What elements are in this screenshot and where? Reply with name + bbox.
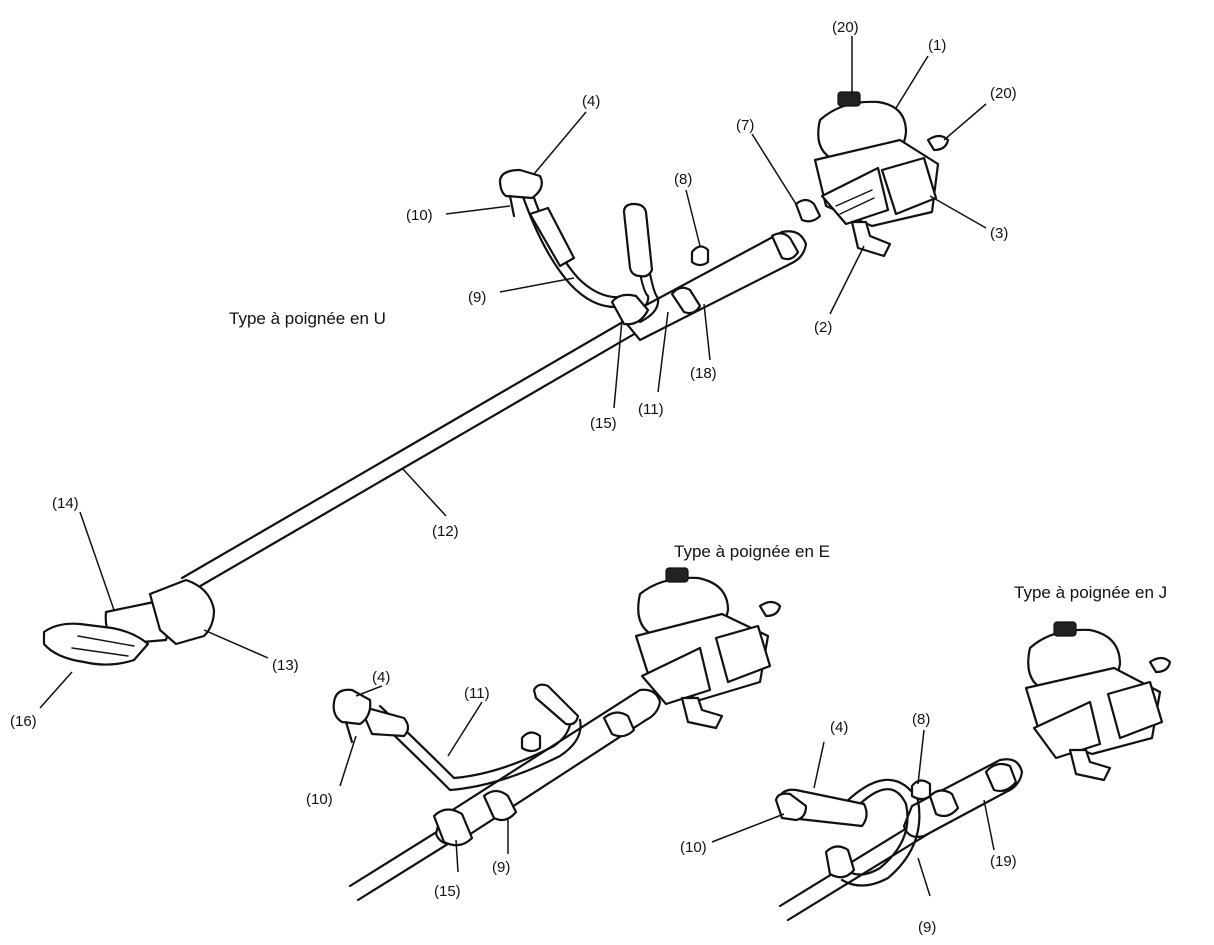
callout-10: (10) <box>680 839 707 856</box>
engine <box>634 567 782 730</box>
callout-7: (7) <box>736 117 754 134</box>
handle-clamp <box>824 845 856 879</box>
callout-8: (8) <box>674 171 692 188</box>
fuel-cap <box>665 567 689 583</box>
harness-bracket <box>520 731 542 753</box>
control-lever <box>498 168 543 200</box>
harness-bracket <box>690 245 710 267</box>
callout-4: (4) <box>582 93 600 110</box>
callout-9: (9) <box>918 919 936 936</box>
plug-cap <box>926 134 950 152</box>
shaft <box>180 310 650 594</box>
callout-13: (13) <box>272 657 299 674</box>
callout-12: (12) <box>432 523 459 540</box>
cutting-head <box>42 622 150 666</box>
callout-18: (18) <box>690 365 717 382</box>
j-handle-machine <box>774 621 1172 922</box>
callout-14: (14) <box>52 495 79 512</box>
leader-lines <box>39 36 995 897</box>
drive-tube <box>434 688 662 845</box>
blade-guard <box>148 578 216 646</box>
callout-11: (11) <box>464 685 490 702</box>
front-grip <box>358 704 410 738</box>
callout-20-top: (20) <box>832 19 859 36</box>
throttle-grip <box>680 696 724 730</box>
handle-clamp <box>610 293 650 326</box>
right-grip <box>528 206 576 268</box>
throttle-grip <box>1068 748 1112 782</box>
e-handle-type-label: Type à poignée en E <box>674 542 830 561</box>
callout-8: (8) <box>912 711 930 728</box>
plug-cap <box>1148 656 1172 674</box>
control-lever <box>332 688 372 726</box>
fuel-cap <box>1053 621 1077 637</box>
rear-grip <box>532 683 580 726</box>
plug-cap <box>758 600 782 618</box>
callout-4: (4) <box>830 719 848 736</box>
air-filter <box>714 624 772 684</box>
cutter-head <box>42 578 216 666</box>
callout-20-right: (20) <box>990 85 1017 102</box>
callout-19: (19) <box>990 853 1017 870</box>
air-filter <box>1106 680 1164 740</box>
harness-bracket <box>910 779 932 801</box>
callout-16: (16) <box>10 713 37 730</box>
air-filter <box>880 156 938 216</box>
callout-11: (11) <box>638 401 664 418</box>
callout-10: (10) <box>306 791 333 808</box>
engine <box>1024 621 1172 782</box>
callout-3: (3) <box>990 225 1008 242</box>
fuel-cap <box>837 91 861 107</box>
e-handle-machine <box>332 567 782 902</box>
e-handlebar <box>332 683 582 792</box>
callout-1: (1) <box>928 37 946 54</box>
callout-4: (4) <box>372 669 390 686</box>
callout-9: (9) <box>492 859 510 876</box>
u-handlebar <box>498 168 660 326</box>
u-handle-machine <box>42 91 950 666</box>
callout-9: (9) <box>468 289 486 306</box>
callout-2: (2) <box>814 319 832 336</box>
u-handle-type-label: Type à poignée en U <box>229 309 386 328</box>
left-grip <box>622 202 654 278</box>
j-handle-type-label: Type à poignée en J <box>1014 583 1167 602</box>
engine <box>794 91 950 258</box>
callout-10: (10) <box>406 207 433 224</box>
callout-15: (15) <box>590 415 617 432</box>
j-handlebar <box>774 778 921 887</box>
handle-clamp <box>432 808 474 847</box>
callout-15: (15) <box>434 883 461 900</box>
throttle-grip <box>850 220 892 258</box>
